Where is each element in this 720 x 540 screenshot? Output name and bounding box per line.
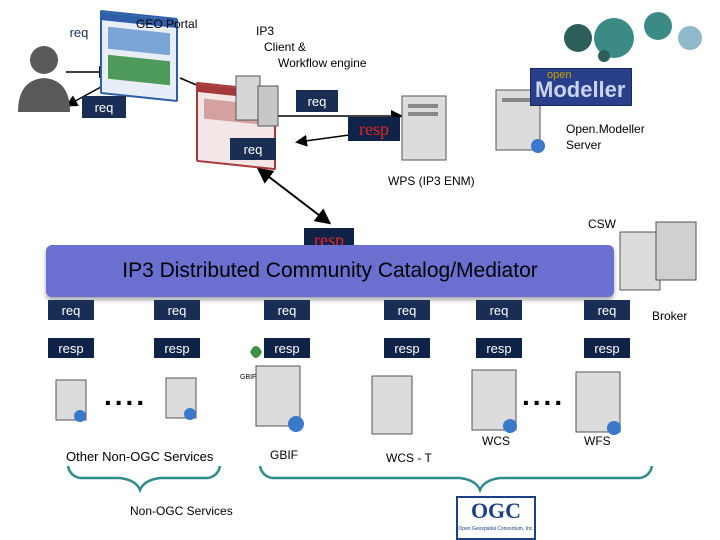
row-req-box: req	[384, 300, 430, 320]
wcs-t-label: WCS - T	[386, 451, 432, 465]
ellipsis-dots-left: ....	[104, 380, 148, 411]
openmodeller-logo-box: open Modeller	[530, 68, 632, 106]
row-req-box: req	[154, 300, 200, 320]
ellipsis-dots-right: ....	[522, 380, 566, 411]
row-req-box: req	[476, 300, 522, 320]
row-resp-box: resp	[384, 338, 430, 358]
server-icon	[255, 365, 304, 432]
row-resp-box: resp	[154, 338, 200, 358]
req-box-catalog: req	[230, 138, 276, 160]
ip3-client-label-line1: IP3	[256, 24, 275, 38]
ogc-logo: OGC Open Geospatial Consortium, Inc.	[456, 496, 536, 540]
server-icon	[401, 95, 447, 161]
ip3-client-label-line3: Workflow engine	[278, 56, 367, 70]
server-icon	[471, 369, 517, 433]
server-icon	[55, 379, 87, 422]
ogc-brace	[258, 465, 654, 494]
other-non-ogc-label: Other Non-OGC Services	[66, 449, 214, 464]
row-resp-box: resp	[584, 338, 630, 358]
openmodeller-logo-small-text: open	[547, 69, 572, 81]
wps-label: WPS (IP3 ENM)	[388, 174, 475, 188]
server-icon	[619, 221, 697, 291]
ogc-logo-subtext: Open Geospatial Consortium, Inc.	[458, 526, 534, 532]
server-icon	[575, 371, 621, 435]
resp-box-openmodeller: resp	[348, 117, 400, 141]
openmodeller-server-label-line2: Server	[566, 138, 602, 152]
server-icon	[165, 377, 197, 420]
row-resp-box: resp	[48, 338, 94, 358]
row-req-box: req	[264, 300, 310, 320]
row-resp-box: resp	[264, 338, 310, 358]
row-req-box: req	[48, 300, 94, 320]
req-box-client: req	[296, 90, 338, 112]
row-resp-box: resp	[476, 338, 522, 358]
openmodeller-server-label-line1: Open.Modeller	[566, 122, 645, 136]
client-catalog-arrow	[256, 167, 332, 225]
openmodeller-logo-big-text: Modeller	[535, 77, 626, 102]
wcs-label: WCS	[482, 434, 510, 448]
geo-portal-label: GEO Portal	[136, 17, 198, 31]
wfs-label: WFS	[584, 434, 611, 448]
gbif-small-label: GBIF	[240, 374, 257, 381]
row-req-box: req	[584, 300, 630, 320]
server-icon	[495, 89, 545, 153]
req-box-portal: req	[82, 96, 126, 118]
non-ogc-brace	[66, 465, 222, 494]
non-ogc-services-label: Non-OGC Services	[130, 504, 233, 518]
broker-label: Broker	[652, 309, 688, 323]
catalog-mediator-banner: IP3 Distributed Community Catalog/Mediat…	[46, 245, 614, 297]
server-icon	[235, 75, 279, 127]
csw-label: CSW	[588, 217, 616, 231]
ip3-client-label-line2: Client &	[264, 40, 307, 54]
req-box-user: req	[58, 22, 100, 42]
ogc-logo-text: OGC	[470, 498, 522, 523]
gbif-label: GBIF	[270, 448, 299, 462]
banner-title: IP3 Distributed Community Catalog/Mediat…	[122, 259, 538, 282]
server-icon	[371, 375, 413, 435]
